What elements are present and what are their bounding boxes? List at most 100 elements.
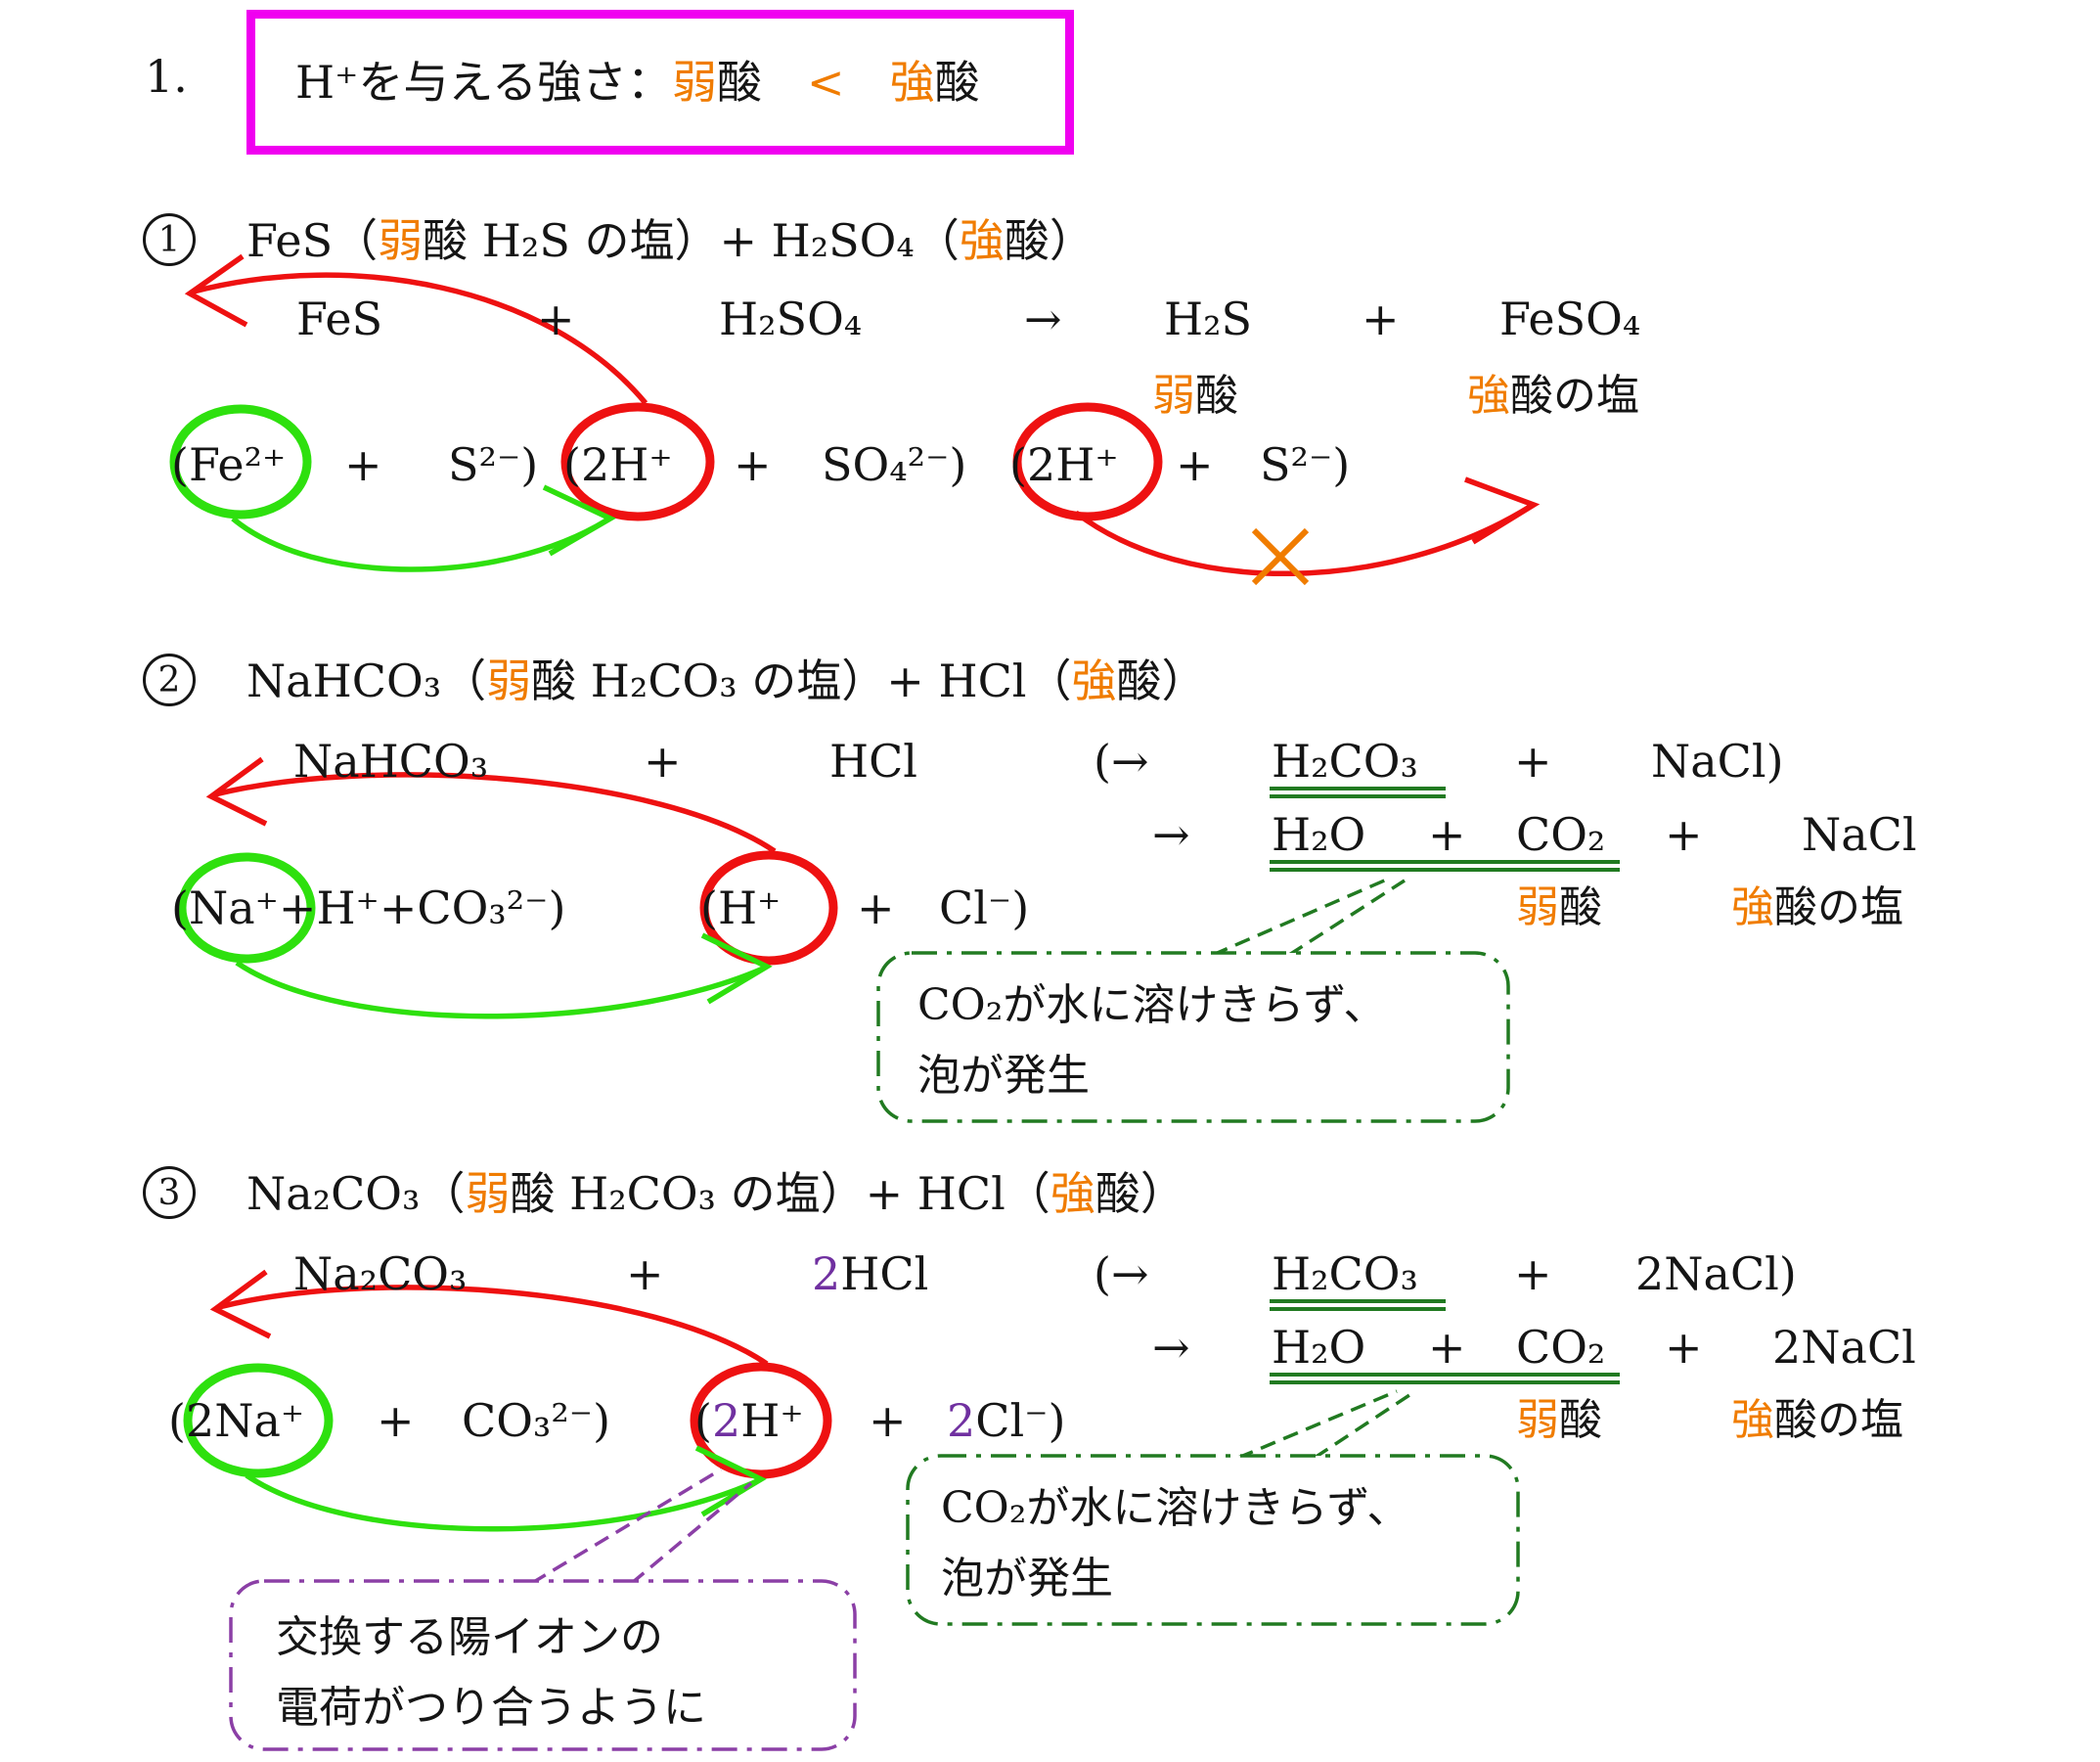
acid-char: 酸: [1195, 371, 1238, 421]
s3-eq1-term: 2NaCl): [1635, 1247, 1797, 1300]
s2-bubble-tail: [1288, 879, 1406, 957]
strong-char: 強: [959, 214, 1005, 267]
s3-note-text: 交換する陽イオンの: [276, 1612, 663, 1662]
s3-ion-term: (2H⁺: [694, 1393, 804, 1450]
s1-green-exchange-arrow: [231, 516, 608, 572]
s3-note-tail: [531, 1468, 722, 1585]
s1-cross-icon: [1251, 527, 1310, 586]
strong-char: 強: [889, 56, 935, 109]
title-highlight-box: [246, 10, 1074, 155]
s1-red-exchange-arrow: [193, 272, 648, 405]
acid-salt-suffix: 酸の塩: [1774, 882, 1903, 932]
section3-number: 3: [143, 1166, 196, 1219]
acid-char: 酸: [934, 56, 980, 109]
s3-ion-term: (2Na⁺: [168, 1394, 305, 1447]
strong-char: 強: [1731, 882, 1774, 932]
s3-eq1-arrow: (→: [1094, 1247, 1149, 1300]
s3-ion-plus: +: [377, 1394, 415, 1447]
section1-number: 1: [143, 213, 196, 266]
s3-strong-acid-salt-label: 強酸の塩: [1731, 1393, 1903, 1447]
strong-char: 強: [1071, 655, 1117, 707]
s3-eq2-arrow: →: [1152, 1321, 1190, 1374]
weak-char: 弱: [1152, 371, 1195, 421]
s2-eq1-plus: +: [1514, 735, 1552, 788]
weak-char: 弱: [672, 56, 718, 109]
head-post: 酸）: [1004, 214, 1095, 267]
head-post: 酸）: [1116, 655, 1207, 707]
s3-bubble-text: 泡が発生: [941, 1554, 1113, 1604]
head-pre: FeS（: [246, 214, 379, 267]
s1-eq-plus: +: [537, 293, 575, 345]
s1-ion-term: (2H⁺: [563, 438, 673, 491]
s2-eq2-term: NaCl: [1802, 808, 1917, 861]
s2-red-exchange-arrowhead-icon: [205, 756, 268, 827]
s3-ion-term: 2Cl⁻): [947, 1393, 1065, 1450]
s2-eq2-plus: +: [1665, 808, 1703, 861]
s2-green-exchange-arrow: [235, 960, 765, 1019]
s2-ion-plus: +: [857, 881, 895, 934]
head-mid: 酸 H₂CO₃ の塩）+ HCl（: [531, 655, 1072, 707]
s2-bubble-text: CO₂が水に溶けきらず、: [917, 980, 1387, 1030]
s3-ion-term: CO₃²⁻): [462, 1394, 611, 1447]
s3-bubble-text: CO₂が水に溶けきらず、: [941, 1483, 1410, 1533]
s2-eq1-term: NaCl): [1651, 735, 1784, 788]
acid-char: 酸: [1559, 1395, 1602, 1445]
s2-ion-term: (Na⁺+H⁺+CO₃²⁻): [171, 881, 566, 934]
s2-eq1-term: NaHCO₃: [293, 735, 489, 788]
s1-eq-plus: +: [1362, 293, 1400, 345]
s2-eq1-term: HCl: [829, 735, 918, 788]
s2-green-exchange-arrowhead-icon: [700, 932, 773, 1005]
head-pre: NaHCO₃（: [246, 655, 487, 707]
s2-ion-term: Cl⁻): [939, 881, 1030, 934]
s1-eq-term: FeS: [296, 293, 383, 345]
s2-eq2-arrow: →: [1152, 808, 1190, 861]
s1-strong-acid-salt-label: 強酸の塩: [1467, 369, 1639, 423]
head-mid: 酸 H₂CO₃ の塩）+ HCl（: [510, 1167, 1050, 1220]
s3-eq1-plus: +: [1514, 1247, 1552, 1300]
strong-char: 強: [1467, 371, 1510, 421]
s2-eq1-arrow: (→: [1094, 735, 1149, 788]
s1-ion-term: SO₄²⁻): [822, 438, 967, 491]
s2-eq1-term: H₂CO₃: [1272, 735, 1418, 788]
s3-red-exchange-arrowhead-icon: [209, 1269, 272, 1339]
s3-green-exchange-arrowhead-icon: [694, 1445, 767, 1517]
weak-char: 弱: [1516, 1395, 1559, 1445]
section2-number: 2: [143, 654, 196, 706]
s1-red-exchange-arrowhead-icon: [184, 253, 248, 328]
s3-green-exchange-arrow: [245, 1472, 759, 1532]
s1-eq-arrow: →: [1024, 293, 1062, 345]
s3-eq2-plus: +: [1428, 1321, 1466, 1374]
s2-weak-acid-label: 弱酸: [1516, 881, 1602, 934]
head-pre: Na₂CO₃（: [246, 1167, 466, 1220]
s2-bubble-text: 泡が発生: [917, 1051, 1090, 1101]
section2-heading: NaHCO₃（弱酸 H₂CO₃ の塩）+ HCl（強酸）: [246, 654, 1206, 710]
s1-cross-icon: [1251, 527, 1310, 586]
s1-no-reaction-arrow: [1074, 504, 1532, 577]
s3-eq2-plus: +: [1665, 1321, 1703, 1374]
s3-weak-acid-label: 弱酸: [1516, 1393, 1602, 1447]
s1-eq-term: H₂SO₄: [719, 293, 863, 345]
acid-salt-suffix: 酸の塩: [1774, 1395, 1903, 1445]
s2-eq2-plus: +: [1428, 808, 1466, 861]
s1-weak-acid-label: 弱酸: [1152, 369, 1238, 423]
weak-char: 弱: [378, 214, 424, 267]
title-lead: H⁺を与える強さ：: [295, 56, 673, 109]
ion: H⁺: [740, 1394, 804, 1447]
section1-heading: FeS（弱酸 H₂S の塩）+ H₂SO₄（強酸）: [246, 213, 1095, 270]
weak-char: 弱: [486, 655, 532, 707]
weak-char: 弱: [465, 1167, 511, 1220]
section3-heading: Na₂CO₃（弱酸 H₂CO₃ の塩）+ HCl（強酸）: [246, 1166, 1185, 1223]
less-than-sign: <: [807, 56, 845, 109]
s2-ion-term: (H⁺: [700, 881, 782, 934]
strong-char: 強: [1731, 1395, 1774, 1445]
ion: Cl⁻): [975, 1394, 1066, 1447]
s1-ion-plus: +: [344, 438, 382, 491]
title-number: 1.: [145, 50, 188, 103]
s1-ion-term: (2H⁺: [1009, 438, 1119, 491]
s3-ion-plus: +: [869, 1394, 907, 1447]
s3-note-text: 電荷がつり合うように: [276, 1683, 706, 1733]
coefficient-2: 2: [812, 1247, 841, 1300]
s1-green-exchange-arrowhead-icon: [542, 484, 616, 557]
s2-eq2-term: CO₂: [1516, 808, 1606, 861]
s1-ion-term: (Fe²⁺: [171, 438, 287, 491]
